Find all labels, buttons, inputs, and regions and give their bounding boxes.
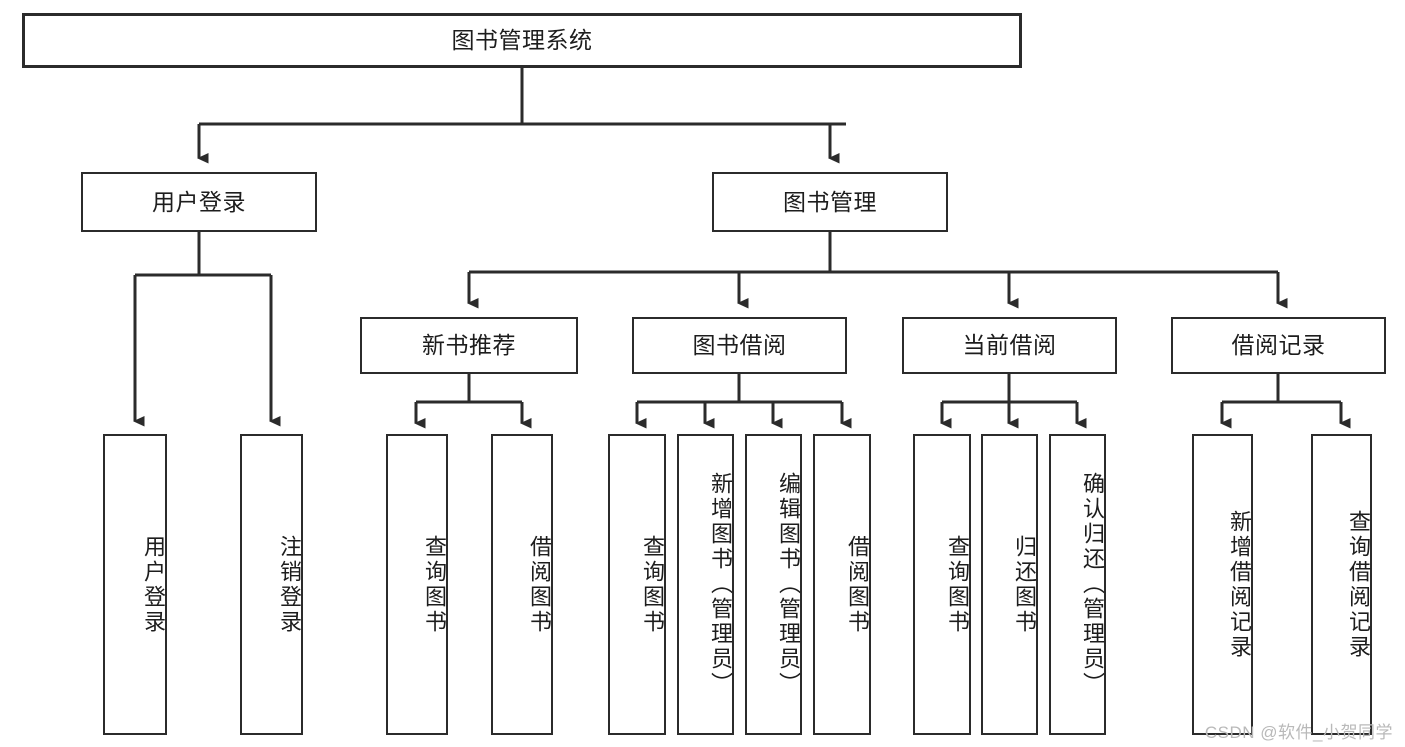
leaf-borrow-record-query-record[interactable]: 查询借阅记录	[1311, 434, 1372, 735]
leaf-label: 查询借阅记录	[1346, 509, 1371, 660]
node-label: 当前借阅	[962, 332, 1057, 359]
leaf-label: 注销登录	[277, 534, 302, 635]
leaf-label: 借阅图书	[845, 534, 870, 635]
node-label: 图书借阅	[692, 332, 787, 359]
node-new-book-recommend[interactable]: 新书推荐	[360, 317, 578, 374]
leaf-current-borrow-return-book[interactable]: 归还图书	[981, 434, 1038, 735]
node-current-borrow[interactable]: 当前借阅	[902, 317, 1117, 374]
leaf-book-borrow-edit-book[interactable]: 编辑图书（管理员）	[745, 434, 802, 735]
leaf-user-login-login[interactable]: 用户登录	[103, 434, 167, 735]
node-label: 图书管理	[783, 188, 877, 215]
node-book-management[interactable]: 图书管理	[712, 172, 948, 232]
leaf-label: 新增图书（管理员）	[708, 472, 733, 697]
node-borrow-record[interactable]: 借阅记录	[1171, 317, 1386, 374]
leaf-label: 借阅图书	[527, 534, 552, 635]
leaf-label: 查询图书	[640, 534, 665, 635]
node-label: 新书推荐	[422, 332, 516, 359]
node-label: 用户登录	[152, 188, 246, 215]
leaf-current-borrow-query-book[interactable]: 查询图书	[913, 434, 971, 735]
leaf-user-login-logout[interactable]: 注销登录	[240, 434, 303, 735]
watermark-text: CSDN @软件_小贺同学	[1204, 723, 1393, 742]
leaf-book-borrow-add-book[interactable]: 新增图书（管理员）	[677, 434, 734, 735]
node-label: 借阅记录	[1231, 332, 1326, 359]
leaf-book-borrow-borrow-book[interactable]: 借阅图书	[813, 434, 871, 735]
leaf-label: 用户登录	[141, 534, 166, 635]
leaf-label: 查询图书	[945, 534, 970, 635]
node-book-borrow[interactable]: 图书借阅	[632, 317, 847, 374]
leaf-new-book-borrow-book[interactable]: 借阅图书	[491, 434, 553, 735]
leaf-label: 编辑图书（管理员）	[776, 472, 801, 697]
leaf-borrow-record-add-record[interactable]: 新增借阅记录	[1192, 434, 1253, 735]
node-label: 图书管理系统	[451, 27, 593, 54]
node-user-login[interactable]: 用户登录	[81, 172, 317, 232]
leaf-label: 查询图书	[422, 534, 447, 635]
leaf-label: 归还图书	[1012, 534, 1037, 635]
leaf-label: 确认归还（管理员）	[1080, 472, 1105, 697]
leaf-book-borrow-query-book[interactable]: 查询图书	[608, 434, 666, 735]
leaf-current-borrow-confirm-return[interactable]: 确认归还（管理员）	[1049, 434, 1106, 735]
node-root-book-management-system[interactable]: 图书管理系统	[22, 13, 1022, 68]
leaf-new-book-query-book[interactable]: 查询图书	[386, 434, 448, 735]
leaf-label: 新增借阅记录	[1227, 509, 1252, 660]
